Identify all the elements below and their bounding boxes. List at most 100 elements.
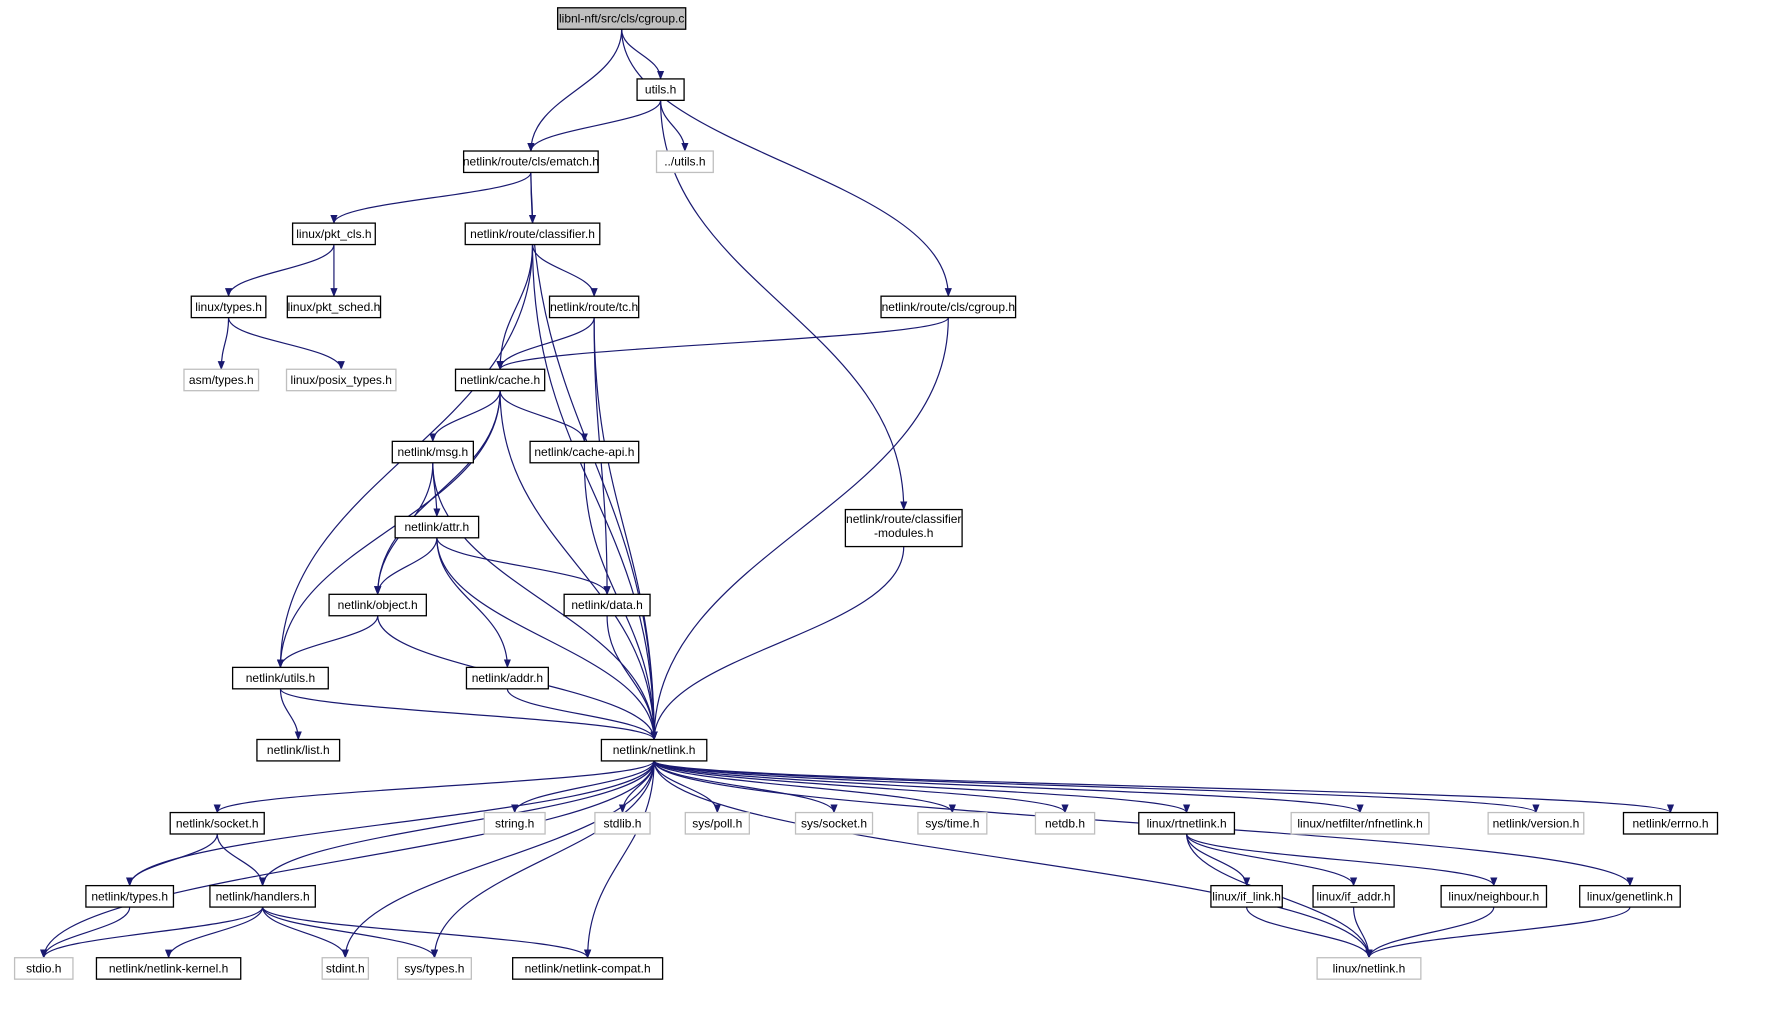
node-if-addr[interactable]: linux/if_addr.h [1312,884,1395,908]
node-neighbour[interactable]: linux/neighbour.h [1440,884,1548,908]
node-cls-modules[interactable]: netlink/route/classifier-modules.h [844,508,963,548]
node-box [285,368,397,392]
node-object[interactable]: netlink/object.h [328,593,427,617]
node-pkt-cls[interactable]: linux/pkt_cls.h [291,222,376,246]
node-errno[interactable]: netlink/errno.h [1622,811,1719,835]
node-label: netlink/route/cls/ematch.h [463,155,599,169]
node-addr[interactable]: netlink/addr.h [465,666,549,690]
node-pkt-sched[interactable]: linux/pkt_sched.h [286,295,382,319]
node-label: netlink/cache-api.h [534,445,634,459]
node-label: stdio.h [26,961,61,975]
edge-cls_modules-to-netlink [650,546,905,741]
node-box [794,811,874,835]
edge-netlink-to-stdint [341,760,655,959]
node-nl-types[interactable]: netlink/types.h [85,884,175,908]
node-label: linux/netfilter/nfnetlink.h [1297,816,1422,830]
edge-tc-to-cache [496,317,595,371]
edge-handlers-to-compat [262,906,592,959]
node-rtnetlink[interactable]: linux/rtnetlink.h [1138,811,1236,835]
edge-attr-to-netlink [436,537,658,741]
edge-root-to-ematch [527,29,623,152]
node-cache[interactable]: netlink/cache.h [454,368,546,392]
node-cache-api[interactable]: netlink/cache-api.h [529,440,640,464]
node-layer: libnl-nft/src/cls/cgroup.c utils.h netlink… [13,7,1719,980]
edge-netlink-to-stdlib [618,760,655,814]
node-if-link[interactable]: linux/if_link.h [1210,884,1283,908]
node-socket[interactable]: netlink/socket.h [169,811,265,835]
edge-utils_h-to-ematch [527,100,662,152]
node-box [85,884,175,908]
node-box [636,78,685,102]
node-box [880,295,1017,319]
node-box [548,295,640,319]
node-label: netlink/object.h [338,598,418,612]
node-box [256,738,341,762]
node-box [1034,811,1096,835]
node-box [1290,811,1430,835]
node-sys-types: sys/types.h [396,957,472,980]
node-tc[interactable]: netlink/route/tc.h [548,295,640,319]
edge-socket-to-nl_types [126,833,218,887]
node-label: asm/types.h [189,373,254,387]
edge-netlink-to-version [653,760,1540,814]
node-box [391,440,474,464]
node-label: sys/time.h [925,816,979,830]
edge-classifier-to-netlink [531,244,658,741]
node-label: -modules.h [874,526,933,540]
node-list[interactable]: netlink/list.h [256,738,341,762]
node-box [917,811,988,835]
edge-cache-to-nl_utils [276,390,501,669]
edge-rtnetlink-to-if_addr [1186,833,1358,887]
node-genetlink[interactable]: linux/genetlink.h [1579,884,1681,908]
node-linux-netlink: linux/netlink.h [1316,957,1422,980]
node-classifier[interactable]: netlink/route/classifier.h [464,222,601,246]
node-nl-utils[interactable]: netlink/utils.h [231,666,329,690]
node-label: utils.h [645,83,676,97]
node-data[interactable]: netlink/data.h [563,593,651,617]
edge-netlink-to-linux_netlink [653,760,1373,959]
node-label: netlink/route/cls/cgroup.h [882,300,1015,314]
node-compat[interactable]: netlink/netlink-compat.h [512,957,664,980]
edge-root-to-cls_cgroup [621,29,952,298]
node-box [1487,811,1585,835]
node-label: sys/poll.h [692,816,742,830]
node-nl-kernel[interactable]: netlink/netlink-kernel.h [95,957,242,980]
node-box [13,957,74,980]
node-box [684,811,750,835]
edge-attr-to-data [436,537,611,596]
node-box [394,515,480,539]
node-root[interactable]: libnl-nft/src/cls/cgroup.c [556,7,687,30]
edge-attr-to-object [374,537,438,596]
edge-netlink-to-string [511,760,655,814]
edge-msg-to-netlink [432,462,658,741]
edge-socket-to-handlers [216,833,267,887]
node-netlink[interactable]: netlink/netlink.h [600,738,708,762]
node-box [655,150,714,174]
node-box [464,222,601,246]
node-box [190,295,267,319]
node-label: netlink/netlink-compat.h [525,961,651,975]
node-attr[interactable]: netlink/attr.h [394,515,480,539]
node-box [286,295,382,319]
edge-cache-to-cache_api [499,390,588,443]
node-ltypes[interactable]: linux/types.h [190,295,267,319]
node-label: linux/netlink.h [1333,961,1406,975]
edge-object-to-nl_utils [276,615,379,669]
node-cls-cgroup[interactable]: netlink/route/cls/cgroup.h [880,295,1017,319]
node-utils-h[interactable]: utils.h [636,78,685,102]
edge-pkt_cls-to-ltypes [225,244,335,298]
node-box [512,957,664,980]
edge-netlink-to-errno [653,760,1674,814]
edge-ematch-to-pkt_cls [330,172,532,225]
node-handlers[interactable]: netlink/handlers.h [209,884,316,908]
node-string: string.h [483,811,546,835]
edge-root-to-utils_h [621,29,665,80]
node-msg[interactable]: netlink/msg.h [391,440,474,464]
node-box [1210,884,1283,908]
node-box [321,957,370,980]
node-netdb: netdb.h [1034,811,1096,835]
node-stdio: stdio.h [13,957,74,980]
node-ematch[interactable]: netlink/route/cls/ematch.h [463,150,599,174]
node-box [556,7,687,30]
node-label: netlink/utils.h [246,671,315,685]
